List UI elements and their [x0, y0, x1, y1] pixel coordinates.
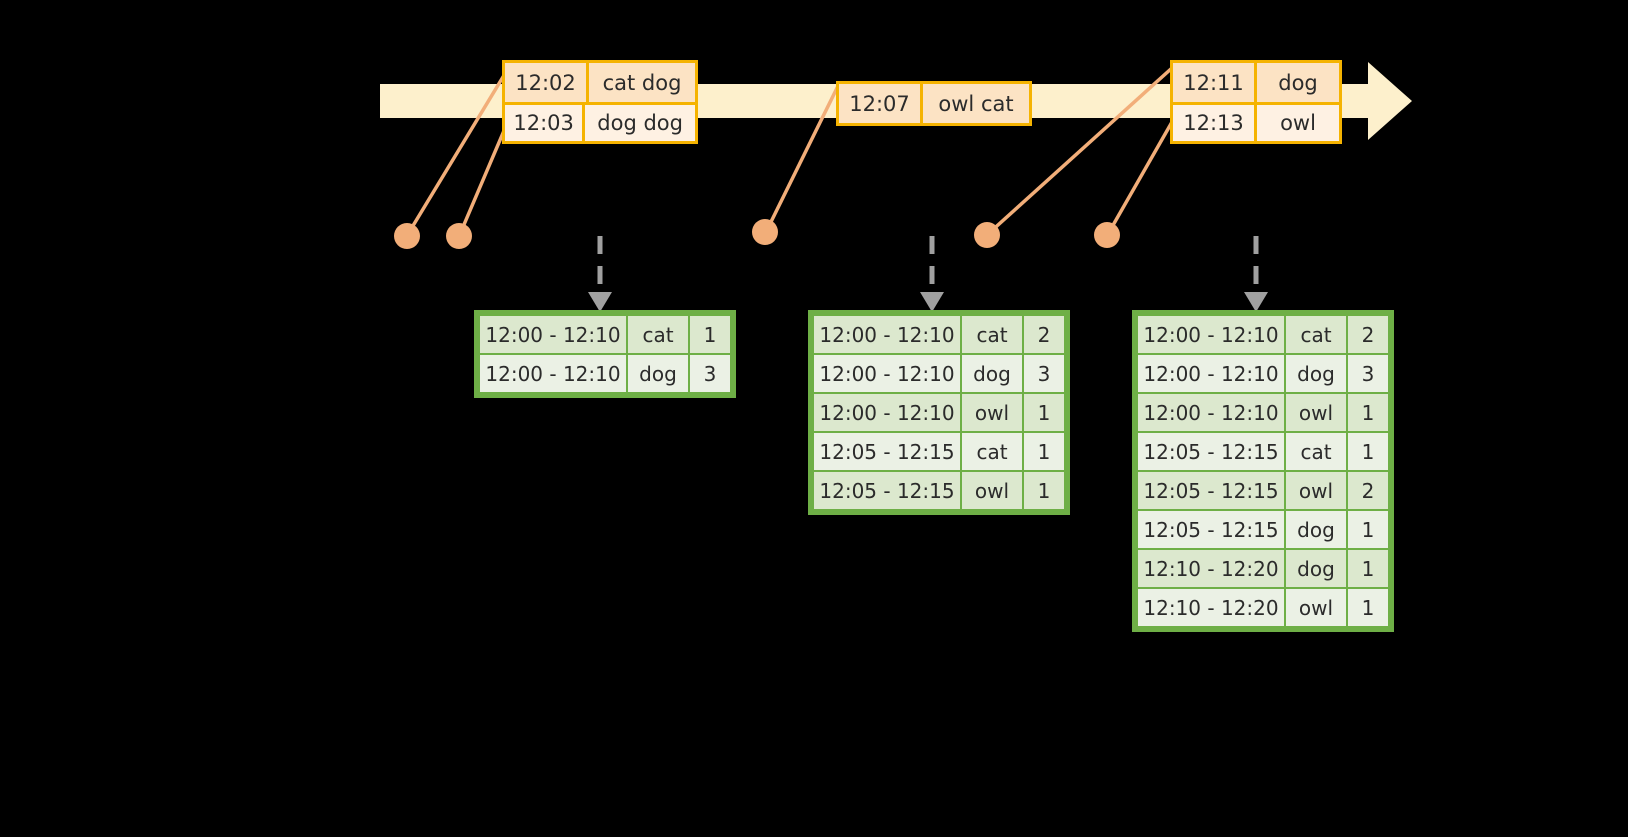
dashed-arrows	[588, 236, 1268, 312]
cell-window: 12:00 - 12:10	[1138, 316, 1284, 353]
cell-window: 12:05 - 12:15	[1138, 511, 1284, 548]
cell-word: owl	[962, 472, 1022, 509]
cell-window: 12:10 - 12:20	[1138, 589, 1284, 626]
cell-window: 12:10 - 12:20	[1138, 550, 1284, 587]
cell-word: cat	[1286, 433, 1346, 470]
event-text: owl cat	[923, 84, 1029, 123]
event-group-3[interactable]: 12:11 dog 12:13 owl	[1170, 60, 1342, 144]
cell-count: 3	[1024, 355, 1064, 392]
event-time: 12:11	[1173, 63, 1257, 102]
event-dot-2	[446, 223, 472, 249]
connector-line-1	[406, 71, 508, 235]
cell-count: 3	[1348, 355, 1388, 392]
cell-window: 12:05 - 12:15	[1138, 433, 1284, 470]
event-dot-3	[752, 219, 778, 245]
cell-count: 1	[1348, 433, 1388, 470]
connector-line-3	[764, 85, 840, 233]
dashed-arrow-2	[920, 236, 944, 312]
cell-count: 2	[1024, 316, 1064, 353]
event-text: dog dog	[585, 105, 695, 141]
event-dot-4	[974, 222, 1000, 248]
cell-window: 12:00 - 12:10	[480, 355, 626, 392]
event-text: owl	[1257, 105, 1339, 141]
event-row[interactable]: 12:11 dog	[1173, 63, 1339, 102]
connector-line-2	[458, 125, 508, 235]
cell-word: owl	[1286, 394, 1346, 431]
cell-count: 1	[1348, 511, 1388, 548]
cell-word: cat	[628, 316, 688, 353]
event-dots	[394, 219, 1120, 249]
cell-count: 1	[1348, 550, 1388, 587]
cell-count: 1	[1024, 433, 1064, 470]
event-row[interactable]: 12:02 cat dog	[505, 63, 695, 102]
cell-count: 1	[1024, 472, 1064, 509]
event-time: 12:07	[839, 84, 923, 123]
cell-count: 1	[1348, 589, 1388, 626]
cell-window: 12:00 - 12:10	[814, 316, 960, 353]
cell-word: dog	[1286, 355, 1346, 392]
cell-window: 12:00 - 12:10	[814, 355, 960, 392]
cell-word: cat	[962, 316, 1022, 353]
cell-count: 1	[1024, 394, 1064, 431]
cell-window: 12:05 - 12:15	[814, 472, 960, 509]
cell-window: 12:05 - 12:15	[814, 433, 960, 470]
cell-window: 12:00 - 12:10	[814, 394, 960, 431]
cell-count: 2	[1348, 472, 1388, 509]
cell-count: 1	[1348, 394, 1388, 431]
connector-line-5	[1106, 121, 1174, 235]
event-group-1[interactable]: 12:02 cat dog 12:03 dog dog	[502, 60, 698, 144]
cell-count: 3	[690, 355, 730, 392]
event-time: 12:13	[1173, 105, 1257, 141]
event-row[interactable]: 12:07 owl cat	[839, 84, 1029, 123]
event-text: cat dog	[589, 63, 695, 102]
event-row[interactable]: 12:13 owl	[1173, 102, 1339, 141]
event-text: dog	[1257, 63, 1339, 102]
cell-window: 12:05 - 12:15	[1138, 472, 1284, 509]
cell-window: 12:00 - 12:10	[1138, 394, 1284, 431]
event-time: 12:03	[505, 105, 586, 141]
dashed-arrow-3	[1244, 236, 1268, 312]
cell-word: dog	[1286, 511, 1346, 548]
cell-word: owl	[962, 394, 1022, 431]
event-dot-1	[394, 223, 420, 249]
cell-count: 2	[1348, 316, 1388, 353]
cell-word: dog	[962, 355, 1022, 392]
cell-word: owl	[1286, 472, 1346, 509]
cell-word: dog	[628, 355, 688, 392]
cell-count: 1	[690, 316, 730, 353]
cell-window: 12:00 - 12:10	[480, 316, 626, 353]
cell-word: dog	[1286, 550, 1346, 587]
dashed-arrow-1	[588, 236, 612, 312]
cell-word: cat	[962, 433, 1022, 470]
cell-word: cat	[1286, 316, 1346, 353]
event-time: 12:02	[505, 63, 589, 102]
cell-window: 12:00 - 12:10	[1138, 355, 1284, 392]
event-dot-5	[1094, 222, 1120, 248]
cell-word: owl	[1286, 589, 1346, 626]
event-group-2[interactable]: 12:07 owl cat	[836, 81, 1032, 126]
event-row[interactable]: 12:03 dog dog	[505, 102, 695, 141]
